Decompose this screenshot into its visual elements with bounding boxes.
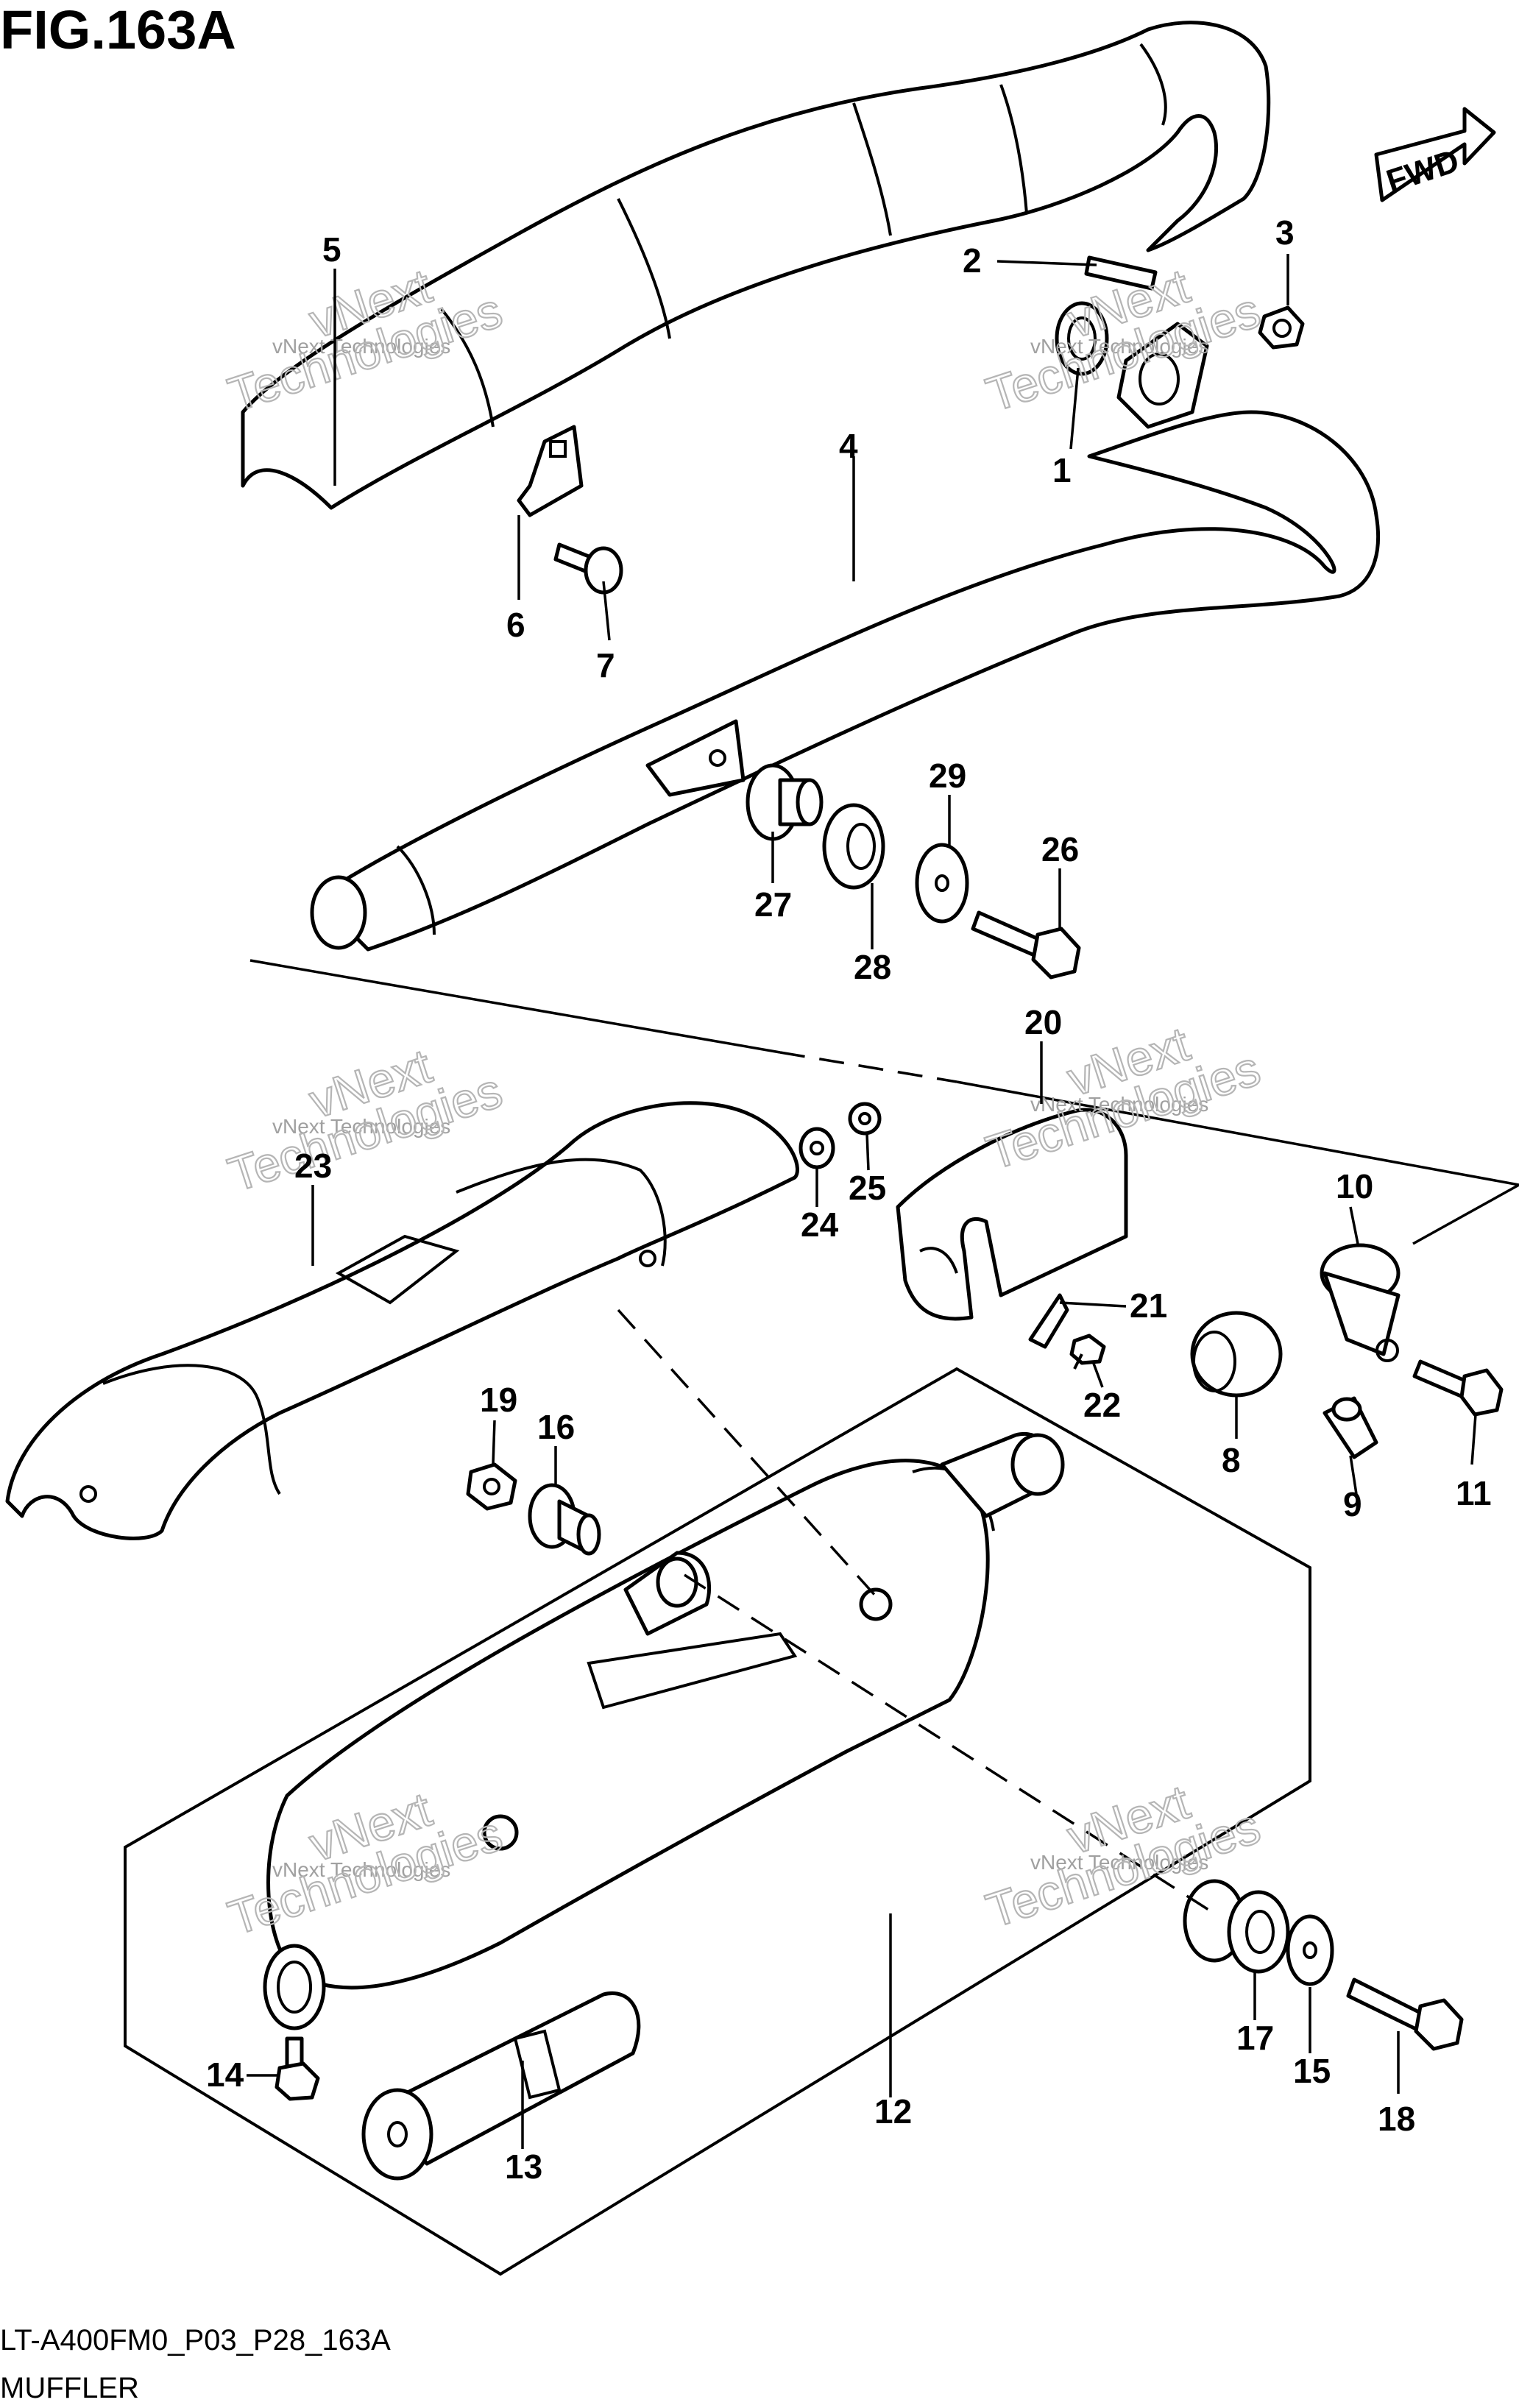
- washer-29: [915, 843, 969, 924]
- section-line-dash: [779, 1051, 957, 1083]
- heat-shield-upper: [241, 21, 1271, 510]
- nut-24: [799, 1127, 835, 1169]
- callout-23: 23: [294, 1147, 332, 1185]
- collar-27: [746, 763, 824, 841]
- callout-4: 4: [839, 427, 858, 465]
- callout-25: 25: [849, 1169, 886, 1207]
- callout-26: 26: [1041, 830, 1079, 868]
- svg-text:vNext Technologies: vNext Technologies: [272, 335, 450, 358]
- svg-text:vNext Technologies: vNext Technologies: [272, 1115, 450, 1138]
- callout-6: 6: [506, 606, 525, 644]
- callout-19: 19: [480, 1381, 517, 1419]
- washer-15: [1286, 1914, 1334, 1986]
- flange-nut: [1258, 305, 1305, 350]
- callout-13: 13: [505, 2147, 542, 2186]
- clip-25: [848, 1102, 882, 1136]
- callout-12: 12: [874, 2092, 912, 2131]
- svg-text:vNext Technologies: vNext Technologies: [1030, 1851, 1208, 1874]
- collar-16: [528, 1483, 601, 1556]
- cover-20: [896, 1108, 1128, 1321]
- callout-22: 22: [1083, 1386, 1121, 1424]
- watermark-3: vNext Technologies vNext Technologies: [221, 1038, 509, 1203]
- fwd-arrow-icon: FWD: [1374, 107, 1496, 202]
- callout-18: 18: [1378, 2100, 1415, 2138]
- figure-title: FIG.163A: [0, 0, 236, 60]
- bracket: [517, 425, 584, 517]
- muffler-heat-shield: [5, 1101, 799, 1540]
- callout-20: 20: [1024, 1003, 1062, 1041]
- callout-2: 2: [963, 241, 982, 280]
- pipe-flange: [1116, 322, 1209, 429]
- footer-code: LT-A400FM0_P03_P28_163A: [0, 2324, 391, 2356]
- collar-9: [1323, 1396, 1378, 1459]
- callout-15: 15: [1293, 2052, 1331, 2090]
- relation-line-2: [684, 1573, 1215, 1915]
- gasket: [1055, 301, 1109, 376]
- callout-11: 11: [1456, 1474, 1492, 1512]
- svg-text:vNext Technologies: vNext Technologies: [1030, 1093, 1208, 1116]
- section-line: [249, 959, 781, 1054]
- clip-21: [1028, 1293, 1069, 1349]
- leader-lines: [247, 254, 1477, 2149]
- callout-8: 8: [1222, 1441, 1241, 1479]
- callout-29: 29: [929, 757, 966, 795]
- svg-text:vNext Technologies: vNext Technologies: [1030, 335, 1208, 358]
- callout-5: 5: [322, 230, 341, 269]
- clamp-10: [1320, 1243, 1401, 1362]
- callout-1: 1: [1052, 451, 1072, 489]
- relation-line-1: [617, 1309, 885, 1606]
- callout-17: 17: [1236, 2019, 1274, 2057]
- bolt-26: [971, 910, 1081, 980]
- muffler-assembly: [124, 1367, 1311, 2276]
- bracket-bolt: [553, 542, 623, 595]
- callout-3: 3: [1275, 213, 1295, 252]
- callout-24: 24: [801, 1205, 839, 1244]
- nut-19: [466, 1462, 517, 1511]
- callout-14: 14: [206, 2055, 244, 2094]
- callout-10: 10: [1336, 1167, 1373, 1205]
- bolt-14: [275, 2036, 320, 2101]
- screw-22: [1069, 1334, 1106, 1370]
- svg-text:vNext Technologies: vNext Technologies: [272, 1858, 450, 1881]
- callout-27: 27: [754, 885, 792, 924]
- bolt-18: [1346, 1977, 1464, 2051]
- stud-bolt: [1084, 255, 1158, 291]
- spark-arrestor: [361, 1991, 641, 2181]
- callout-28: 28: [854, 948, 891, 986]
- cushion-28: [822, 803, 885, 890]
- sleeve-8: [1190, 1311, 1283, 1398]
- exhaust-pipe: [310, 410, 1381, 952]
- footer-name: MUFFLER: [0, 2372, 139, 2404]
- callout-9: 9: [1343, 1485, 1362, 1523]
- cushion-17: [1183, 1879, 1290, 1974]
- callout-16: 16: [537, 1408, 575, 1446]
- callout-7: 7: [596, 646, 615, 684]
- callout-21: 21: [1130, 1286, 1167, 1325]
- bolt-11: [1412, 1359, 1504, 1417]
- section-line-right: [956, 1080, 1519, 1245]
